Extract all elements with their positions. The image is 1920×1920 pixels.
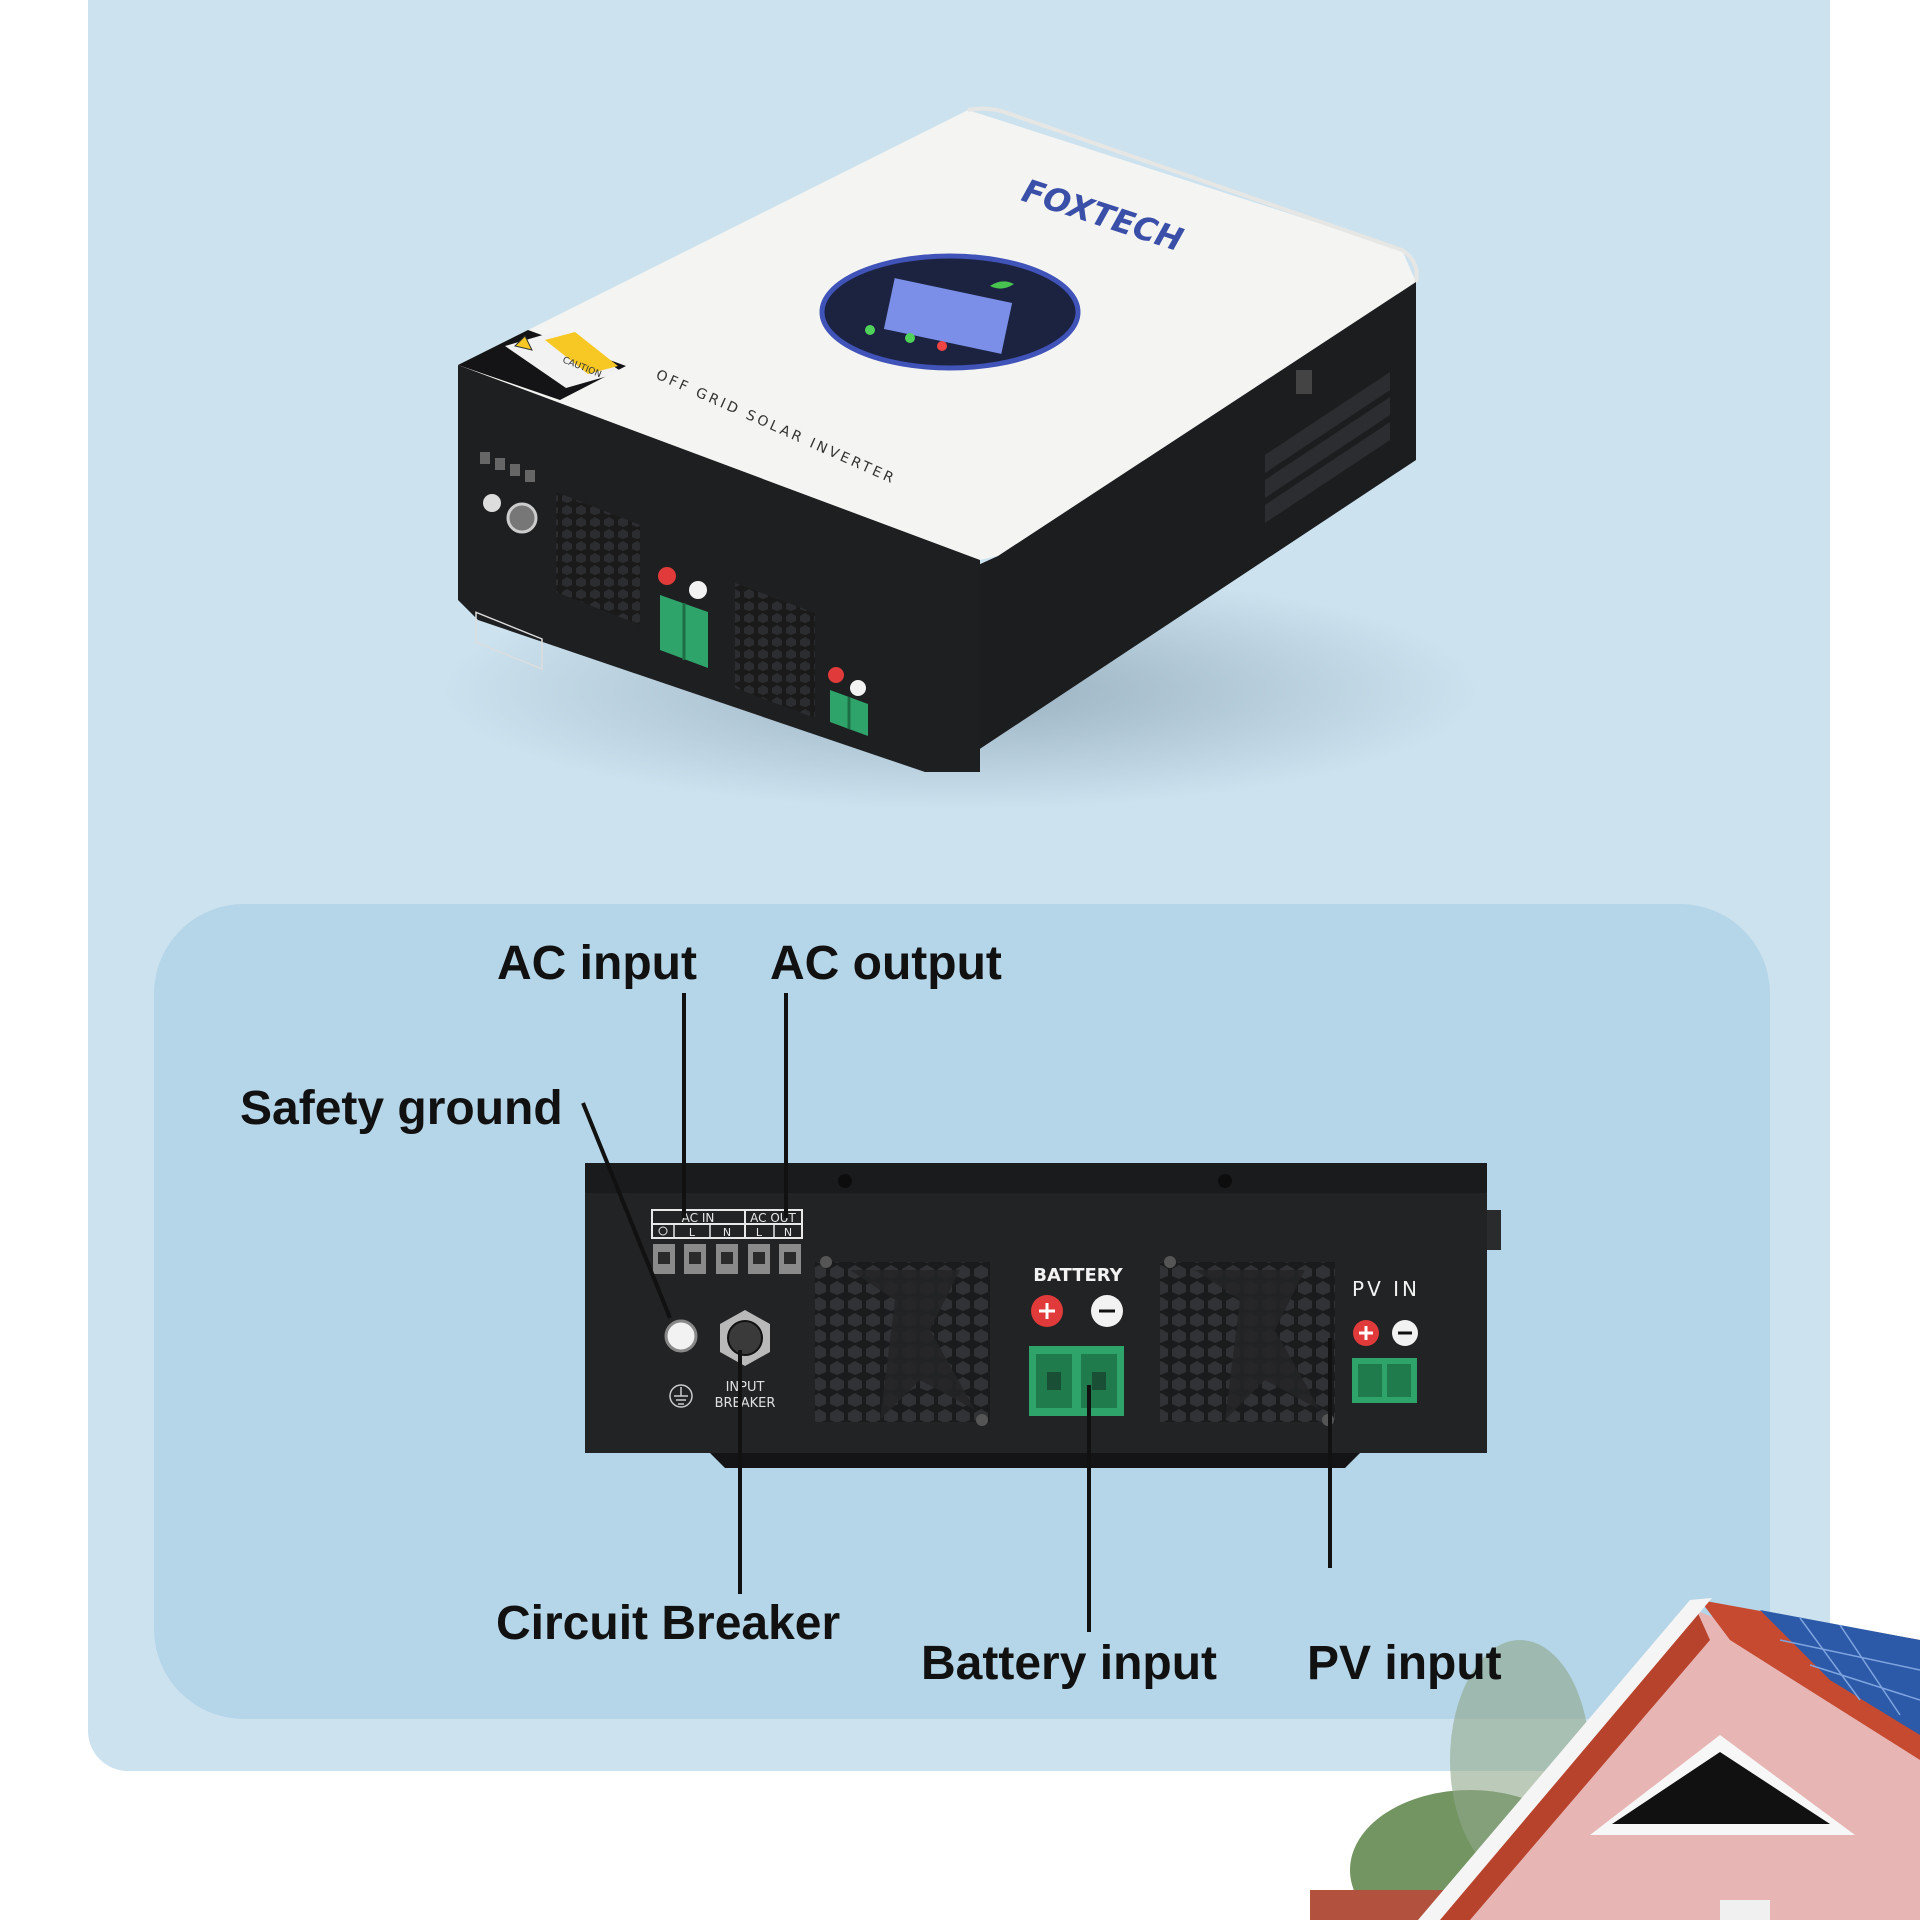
battery-terminal-block	[1029, 1346, 1124, 1416]
circuit-breaker-callout: Circuit Breaker	[496, 1597, 841, 1650]
pv-in-label: PV IN	[1352, 1277, 1420, 1301]
ac-terminal-label-grid: AC IN AC OUT L N L N	[651, 1209, 803, 1239]
safety-ground-leader	[581, 1102, 672, 1319]
inverter-right-side	[945, 282, 1416, 772]
ground-symbol-icon	[669, 1384, 693, 1408]
battery-label: BATTERY	[1033, 1265, 1123, 1286]
ac-input-callout: AC input	[497, 937, 697, 990]
fan-right	[1160, 1256, 1335, 1426]
pv-positive-icon	[1353, 1320, 1379, 1346]
front-battery-terminal	[658, 567, 708, 668]
safety-ground-screw	[664, 1319, 698, 1353]
front-pv-terminal	[828, 667, 868, 736]
ac-in-label: AC IN	[682, 1211, 715, 1225]
callout-leader-lines	[581, 993, 1332, 1632]
inverter-front-face	[458, 365, 980, 772]
pv-terminal-block	[1352, 1358, 1417, 1403]
house-wall	[1430, 1612, 1920, 1920]
front-fan-left	[556, 492, 640, 625]
terminal-label: N	[723, 1226, 731, 1239]
pv-negative-icon	[1392, 1320, 1418, 1346]
roof-trim	[1418, 1598, 1712, 1920]
front-terminal-block	[475, 452, 543, 671]
pv-input-callout: PV input	[1307, 1637, 1502, 1690]
house-trim	[1720, 1900, 1770, 1920]
solar-panel-grid	[1779, 1617, 1920, 1716]
leaf-icon	[990, 281, 1014, 289]
side-vent-grille	[1265, 372, 1390, 523]
terminal-label: N	[784, 1226, 792, 1239]
fan-left	[815, 1256, 990, 1426]
breaker-label-line2: BREAKER	[715, 1396, 776, 1411]
ac-screw-terminals	[653, 1244, 801, 1274]
battery-input-callout: Battery input	[921, 1637, 1218, 1690]
attic-window	[1612, 1752, 1830, 1824]
lcd-display-panel	[819, 253, 1081, 371]
input-breaker-knob	[720, 1310, 770, 1366]
ac-output-callout: AC output	[770, 937, 1002, 990]
front-fan-right	[735, 583, 815, 718]
breaker-label-line1: INPUT	[726, 1380, 765, 1395]
caution-sticker: CAUTION	[505, 330, 622, 388]
power-switch-icon	[1296, 370, 1312, 394]
safety-ground-callout: Safety ground	[240, 1082, 563, 1135]
battery-negative-icon	[1091, 1295, 1123, 1327]
terminal-label: L	[756, 1226, 763, 1239]
terminal-label: L	[689, 1226, 696, 1239]
battery-positive-icon	[1031, 1295, 1063, 1327]
